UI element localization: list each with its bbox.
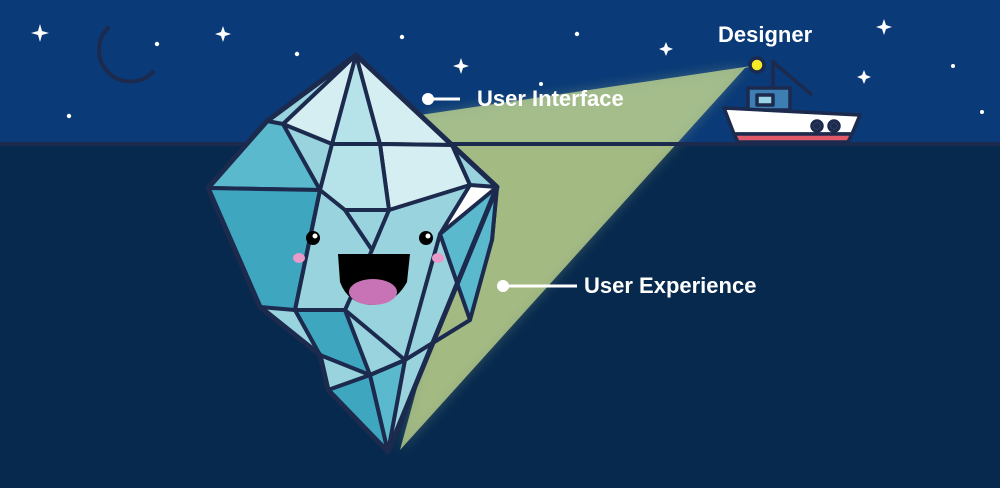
tongue — [349, 279, 397, 305]
designer-boat — [722, 56, 862, 144]
iceberg-face — [293, 231, 444, 305]
user-interface-label: User Interface — [477, 86, 624, 111]
moon-icon — [97, 26, 155, 84]
right-eye-icon — [419, 231, 433, 245]
lamp-icon — [748, 56, 766, 74]
designer-label: Designer — [718, 22, 813, 47]
boat-stripe — [732, 132, 854, 144]
star-icon — [876, 19, 892, 35]
label-connectors — [422, 93, 577, 292]
stars — [31, 19, 984, 119]
light-beam-glow — [400, 65, 758, 450]
star-icon — [857, 70, 871, 84]
left-eye-icon — [306, 231, 320, 245]
right-cheek — [432, 253, 444, 263]
left-cheek — [293, 253, 305, 263]
iceberg — [205, 52, 500, 455]
star-icon — [31, 24, 49, 42]
star-icon — [453, 58, 469, 74]
user-experience-label: User Experience — [584, 273, 757, 298]
star-icon — [215, 26, 231, 42]
star-icon — [659, 42, 673, 56]
